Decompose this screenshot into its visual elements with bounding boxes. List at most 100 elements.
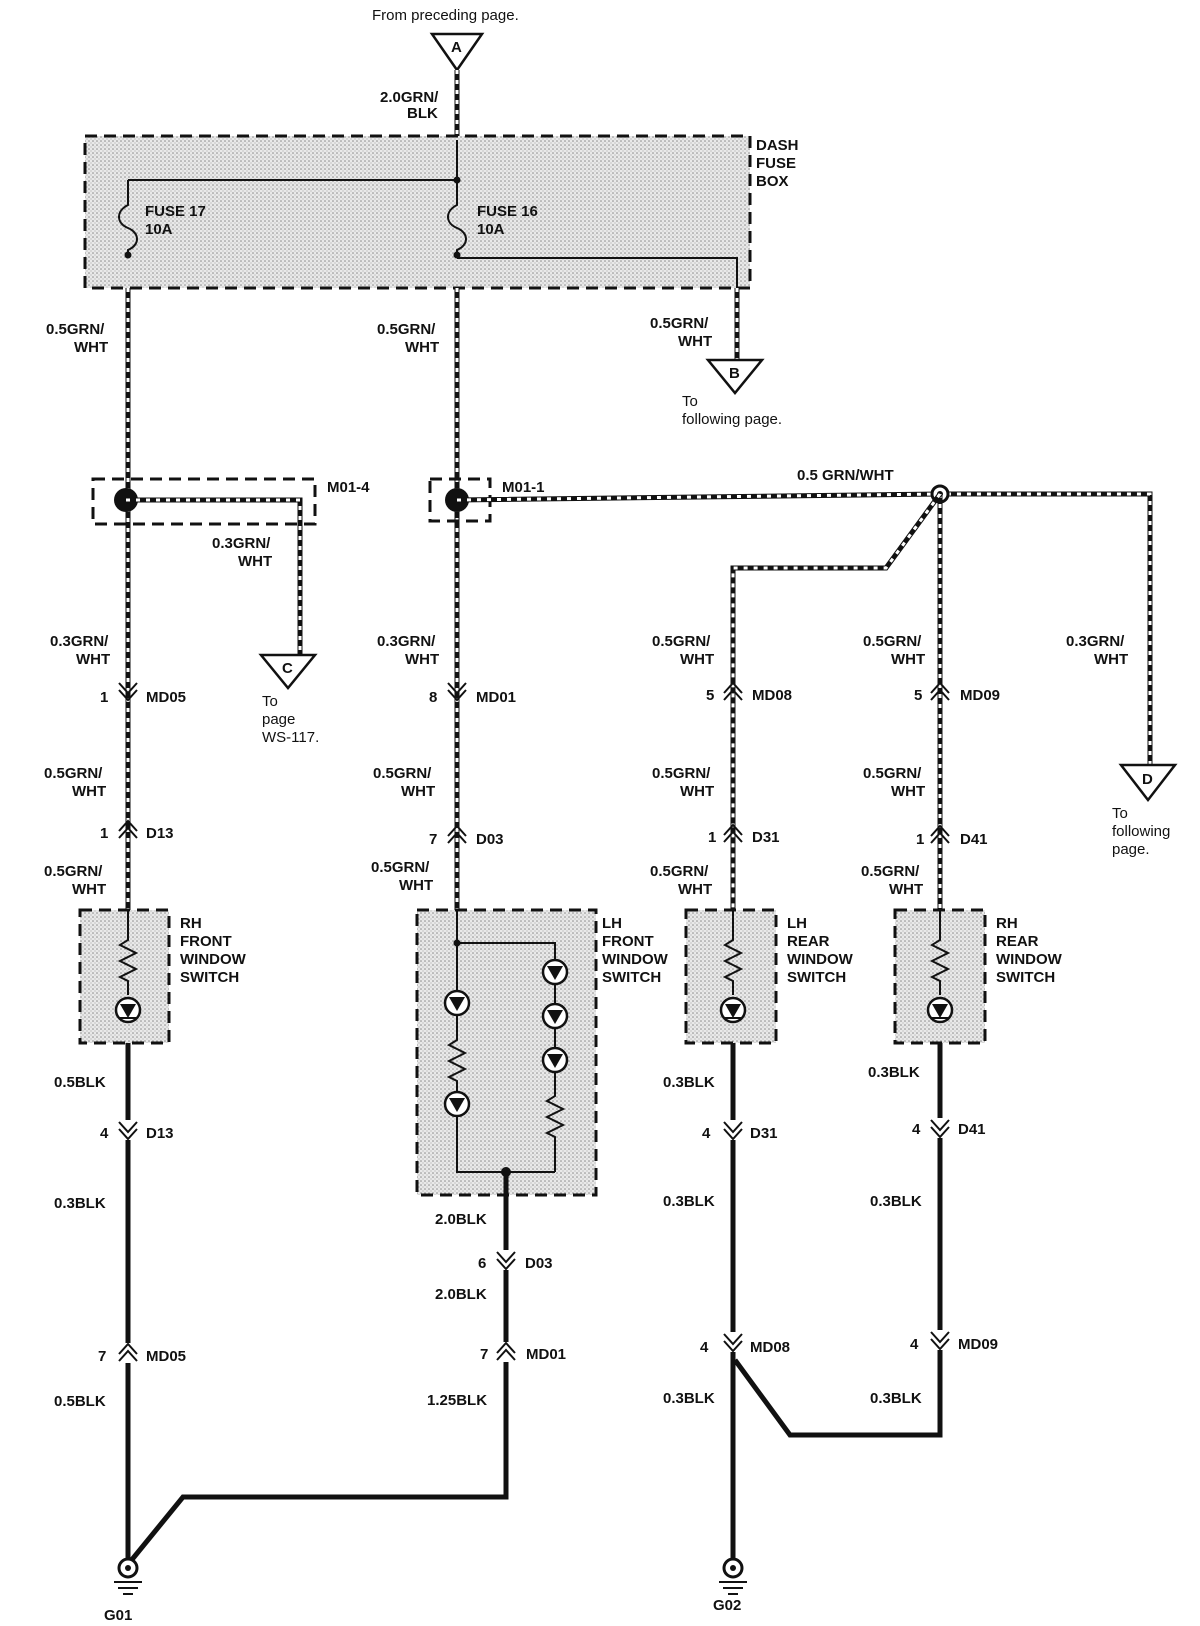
md01-bottom-name: MD01 (526, 1346, 566, 1363)
md01-top-name: MD01 (476, 689, 516, 706)
d41-top-name: D41 (960, 831, 988, 848)
wire-lh-rear-g2: 0.3BLK (663, 1193, 715, 1210)
wire-bus-label: 0.5 GRN/WHT (797, 467, 894, 484)
connector-d31-top (723, 823, 743, 843)
connector-md01-top (447, 682, 467, 702)
wire-rh-rear-g1: 0.3BLK (868, 1064, 920, 1081)
connector-md01-bottom (496, 1341, 516, 1362)
wire-lh-rear-1a: 0.5GRN/ (652, 633, 711, 650)
d31-bottom-name: D31 (750, 1125, 778, 1142)
connector-d-note-2: following (1112, 823, 1170, 840)
connector-d03-top (447, 824, 467, 844)
md09-top-name: MD09 (960, 687, 1000, 704)
d03-bottom-pin: 6 (478, 1255, 486, 1272)
wire-lh-front-3b: WHT (399, 877, 433, 894)
wire-rh-front-1b: WHT (76, 651, 110, 668)
wire-lh-front-g1: 2.0BLK (435, 1211, 487, 1228)
d41-top-pin: 1 (916, 831, 924, 848)
wire-rh-rear-2a: 0.5GRN/ (863, 765, 922, 782)
connector-a: A (429, 32, 485, 73)
wire-rh-front-g1: 0.5BLK (54, 1074, 106, 1091)
connector-md09-top (930, 681, 950, 701)
md09-bottom-name: MD09 (958, 1336, 998, 1353)
fuse-16-name: FUSE 16 (477, 203, 538, 220)
connector-d13-bottom (118, 1120, 138, 1141)
fuse-box-label-1: DASH (756, 137, 799, 154)
ground-g02-label: G02 (713, 1597, 741, 1614)
connector-b-note-1: To (682, 393, 698, 410)
lh-front-switch-box (415, 908, 598, 1197)
connector-d-letter: D (1142, 771, 1153, 788)
junction-m01-1-label: M01-1 (502, 479, 545, 496)
connector-c: C (258, 653, 318, 690)
wire-d-out-1: 0.3GRN/ (1066, 633, 1125, 650)
fuse-16-rating: 10A (477, 221, 505, 238)
connector-c-note-1: To (262, 693, 278, 710)
wire-lh-front-1a: 0.3GRN/ (377, 633, 436, 650)
d31-top-name: D31 (752, 829, 780, 846)
wire-rh-rear-3b: WHT (889, 881, 923, 898)
connector-b: B (705, 358, 765, 395)
d41-bottom-name: D41 (958, 1121, 986, 1138)
wire-lh-rear-3b: WHT (678, 881, 712, 898)
wire-rh-front-2b: WHT (72, 783, 106, 800)
md08-bottom-pin: 4 (700, 1339, 709, 1356)
d41-bottom-pin: 4 (912, 1121, 921, 1138)
rh-rear-switch-line-4: SWITCH (996, 969, 1055, 986)
rh-front-switch-box (78, 908, 171, 1045)
wire-lh-rear-2a: 0.5GRN/ (652, 765, 711, 782)
connector-d13-top (118, 819, 138, 839)
lh-front-switch-line-4: SWITCH (602, 969, 661, 986)
lh-front-switch-line-1: LH (602, 915, 622, 932)
connector-md09-bottom (930, 1330, 950, 1351)
lh-front-switch-line-3: WINDOW (602, 951, 669, 968)
from-preceding-label: From preceding page. (372, 7, 519, 24)
wire-rh-front-g2: 0.3BLK (54, 1195, 106, 1212)
connector-d41-bottom (930, 1118, 950, 1139)
d03-top-name: D03 (476, 831, 504, 848)
wire-f16-out-1: 0.5GRN/ (377, 321, 436, 338)
wire-rh-rear-g3: 0.3BLK (870, 1390, 922, 1407)
wire-top-in-2: BLK (407, 105, 438, 122)
lh-front-switch-line-2: FRONT (602, 933, 654, 950)
wire-rh-rear-1a: 0.5GRN/ (863, 633, 922, 650)
rh-front-switch-line-3: WINDOW (180, 951, 247, 968)
connector-md05-top (118, 682, 138, 702)
rh-front-switch-line-1: RH (180, 915, 202, 932)
lh-front-switch-circuit (443, 910, 569, 1177)
d13-top-pin: 1 (100, 825, 108, 842)
wire-lh-front-g2: 2.0BLK (435, 1286, 487, 1303)
rh-rear-switch-line-1: RH (996, 915, 1018, 932)
fuse-box-label-3: BOX (756, 173, 789, 190)
rh-front-switch-line-4: SWITCH (180, 969, 239, 986)
d13-bottom-pin: 4 (100, 1125, 109, 1142)
wire-c-out-2: WHT (238, 553, 272, 570)
md01-bottom-pin: 7 (480, 1346, 488, 1363)
wire-rh-front-1a: 0.3GRN/ (50, 633, 109, 650)
lh-rear-switch-line-3: WINDOW (787, 951, 854, 968)
d13-top-name: D13 (146, 825, 174, 842)
md05-top-pin: 1 (100, 689, 108, 706)
wire-lh-rear-3a: 0.5GRN/ (650, 863, 709, 880)
lh-rear-switch-line-2: REAR (787, 933, 830, 950)
fuse-17-rating: 10A (145, 221, 173, 238)
connector-b-letter: B (729, 365, 740, 382)
wire-rh-rear-1b: WHT (891, 651, 925, 668)
md05-top-name: MD05 (146, 689, 186, 706)
rh-rear-switch-line-2: REAR (996, 933, 1039, 950)
md09-top-pin: 5 (914, 687, 922, 704)
fuse-17 (118, 180, 138, 259)
connector-c-note-2: page (262, 711, 295, 728)
fuse-16 (447, 180, 467, 259)
wire-rh-rear-g2: 0.3BLK (870, 1193, 922, 1210)
md09-bottom-pin: 4 (910, 1336, 919, 1353)
md05-bottom-name: MD05 (146, 1348, 186, 1365)
md01-top-pin: 8 (429, 689, 437, 706)
connector-c-note-3: WS-117. (262, 729, 319, 746)
rh-rear-switch-line-3: WINDOW (996, 951, 1063, 968)
wire-rh-front-3a: 0.5GRN/ (44, 863, 103, 880)
connector-d41-top (930, 824, 950, 844)
connector-a-letter: A (451, 39, 462, 56)
wire-c-out-1: 0.3GRN/ (212, 535, 271, 552)
